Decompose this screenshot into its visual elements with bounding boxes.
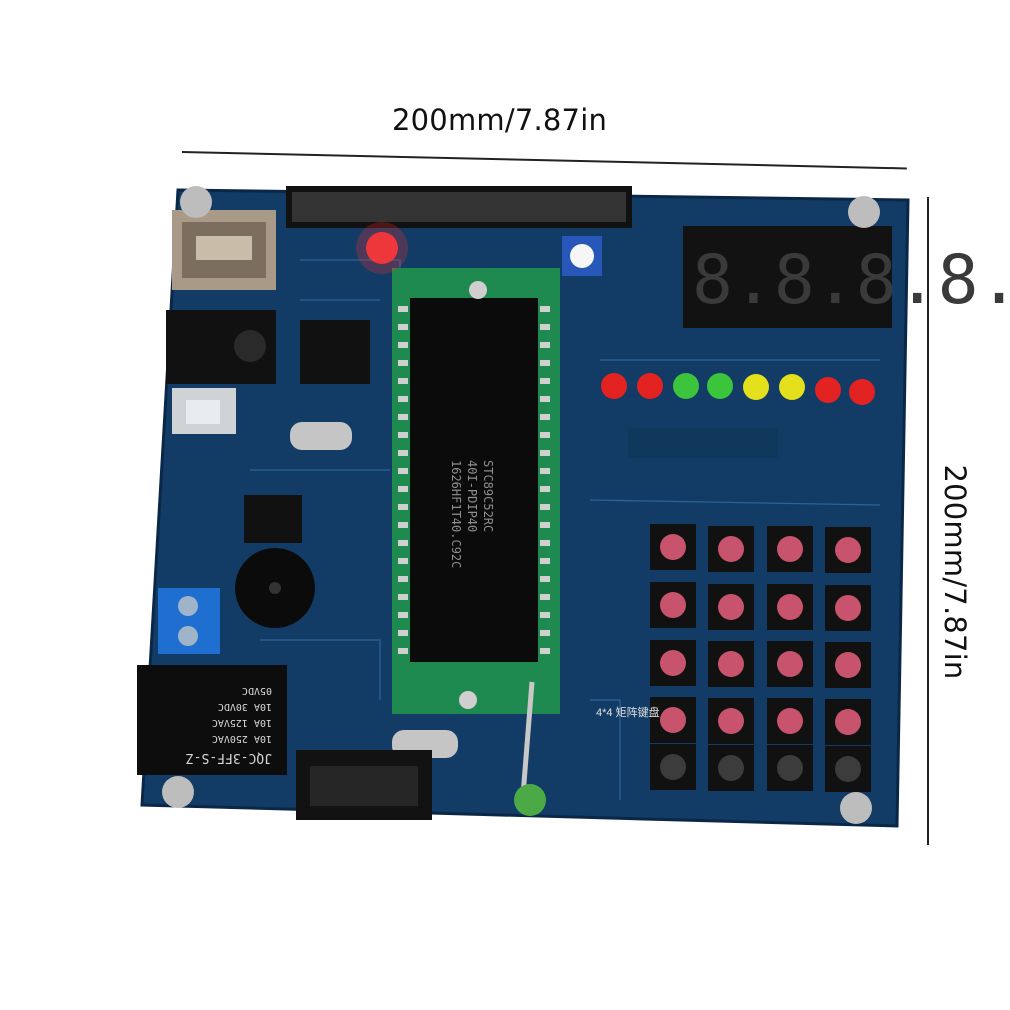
led-4 — [707, 373, 733, 399]
top-pin-header — [286, 186, 632, 228]
power-led — [366, 232, 398, 264]
relay-label-line: JQC-3FF-S-Z — [186, 750, 272, 765]
ceramic-capacitor — [514, 784, 546, 816]
key-row — [650, 524, 871, 573]
small-ic — [244, 320, 370, 543]
mount-screw — [162, 186, 880, 824]
led-row — [601, 373, 875, 405]
height-dimension-line — [927, 197, 929, 845]
led-8 — [849, 379, 875, 405]
led-6 — [779, 374, 805, 400]
display-digits: 8.8.8.8. — [692, 241, 1010, 320]
width-dimension-label: 200mm/7.87in — [392, 103, 608, 137]
chip-label-line: 1626HF1T40.C92C — [449, 460, 463, 568]
key-row — [650, 582, 871, 631]
key-row — [650, 697, 871, 745]
relay-label-line: 05VDC — [242, 685, 272, 696]
buzzer — [235, 548, 315, 628]
seven-segment-display: 8.8.8.8. — [683, 226, 1010, 328]
led-7 — [815, 377, 841, 403]
keypad-matrix — [650, 524, 871, 792]
chip-label-line: 40I-PDIP40 — [465, 460, 479, 532]
led-5 — [743, 374, 769, 400]
potentiometer — [562, 236, 602, 276]
chip-label-line: STC89C52RC — [481, 460, 495, 532]
zif-socket: STC89C52RC 40I-PDIP40 1626HF1T40.C92C — [392, 268, 560, 714]
power-led-glow — [356, 222, 408, 274]
led-2 — [637, 373, 663, 399]
led-1 — [601, 373, 627, 399]
relay-label-line: 10A 125VAC — [212, 717, 272, 728]
relay-label-line: 10A 250VAC — [212, 733, 272, 744]
bottom-pin-header — [296, 750, 432, 820]
key-row — [650, 640, 871, 688]
terminal-block — [158, 588, 220, 654]
keypad-caption: 4*4 矩阵键盘 — [596, 705, 660, 719]
resistor-row — [628, 428, 778, 458]
dc-power-jack — [166, 310, 276, 384]
independent-keys — [650, 744, 871, 792]
usb-port — [172, 210, 276, 290]
led-3 — [673, 373, 699, 399]
relay-label-line: 10A 30VDC — [218, 701, 272, 712]
power-switch — [172, 388, 236, 434]
relay: JQC-3FF-S-Z 10A 250VAC 10A 125VAC 10A 30… — [137, 665, 287, 775]
